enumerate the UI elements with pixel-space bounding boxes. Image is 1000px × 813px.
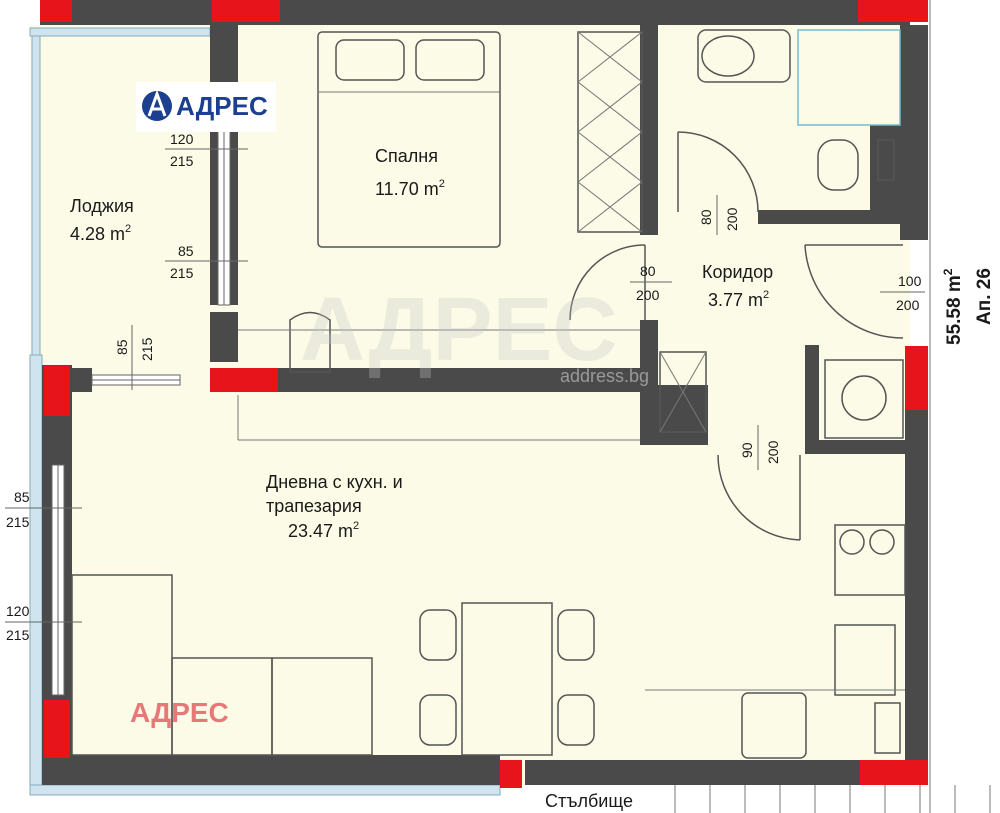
svg-text:200: 200 <box>724 207 740 231</box>
svg-text:80: 80 <box>698 209 714 225</box>
brand-logo: АДРЕС <box>136 82 276 132</box>
svg-text:200: 200 <box>765 440 781 464</box>
bedroom-area: 11.70 m2 <box>375 178 445 199</box>
living-name-line1: Дневна с кухн. и <box>266 472 403 492</box>
svg-text:215: 215 <box>139 337 155 361</box>
svg-text:200: 200 <box>896 297 920 313</box>
dim-living-window-1: 85 215 <box>5 489 82 530</box>
logo-text: АДРЕС <box>176 91 268 121</box>
dim-bedroom-door: 80 200 <box>630 263 672 303</box>
stairs-label: Стълбище <box>545 791 633 811</box>
dim-living-window-2: 120 215 <box>5 603 82 643</box>
brand-watermark-red: АДРЕС <box>130 697 229 728</box>
living-name-line2: трапезария <box>266 496 362 516</box>
living-area: 23.47 m2 <box>288 520 359 541</box>
furniture <box>71 29 906 759</box>
svg-text:85: 85 <box>114 339 130 355</box>
corridor-name: Коридор <box>702 262 773 282</box>
apartment-area: 55.58 m2 <box>941 268 965 345</box>
columns <box>40 0 928 788</box>
svg-text:215: 215 <box>6 514 30 530</box>
bedroom-name: Спалня <box>375 146 438 166</box>
svg-text:120: 120 <box>6 603 30 619</box>
svg-text:85: 85 <box>14 489 30 505</box>
watermark-text: АДРЕС <box>300 280 618 380</box>
svg-text:80: 80 <box>640 263 656 279</box>
watermark-url: address.bg <box>560 366 649 386</box>
apartment-label: 55.58 m2 <box>941 268 965 345</box>
dim-living-door: 90 200 <box>739 440 781 464</box>
svg-text:100: 100 <box>898 273 922 289</box>
svg-text:215: 215 <box>170 153 194 169</box>
dim-loggia-window: 120 215 <box>165 131 248 169</box>
svg-text:85: 85 <box>178 243 194 259</box>
svg-text:215: 215 <box>6 627 30 643</box>
dim-bath-door: 80 200 <box>698 207 740 231</box>
loggia-name: Лоджия <box>70 196 134 216</box>
corridor-area: 3.77 m2 <box>708 289 769 310</box>
apartment-number: Ап. 26 <box>974 268 995 325</box>
floor-area <box>30 25 910 813</box>
windows <box>51 124 231 696</box>
dim-loggia-bottom: 85 215 <box>114 337 155 361</box>
svg-text:120: 120 <box>170 131 194 147</box>
svg-text:200: 200 <box>636 287 660 303</box>
dim-loggia-door: 85 215 <box>165 243 248 281</box>
dim-entry-door: 100 200 <box>880 273 925 313</box>
staircase-hatch <box>674 0 991 813</box>
svg-text:90: 90 <box>739 442 755 458</box>
door-swings <box>569 131 904 541</box>
loggia-area: 4.28 m2 <box>70 223 131 244</box>
svg-text:215: 215 <box>170 265 194 281</box>
